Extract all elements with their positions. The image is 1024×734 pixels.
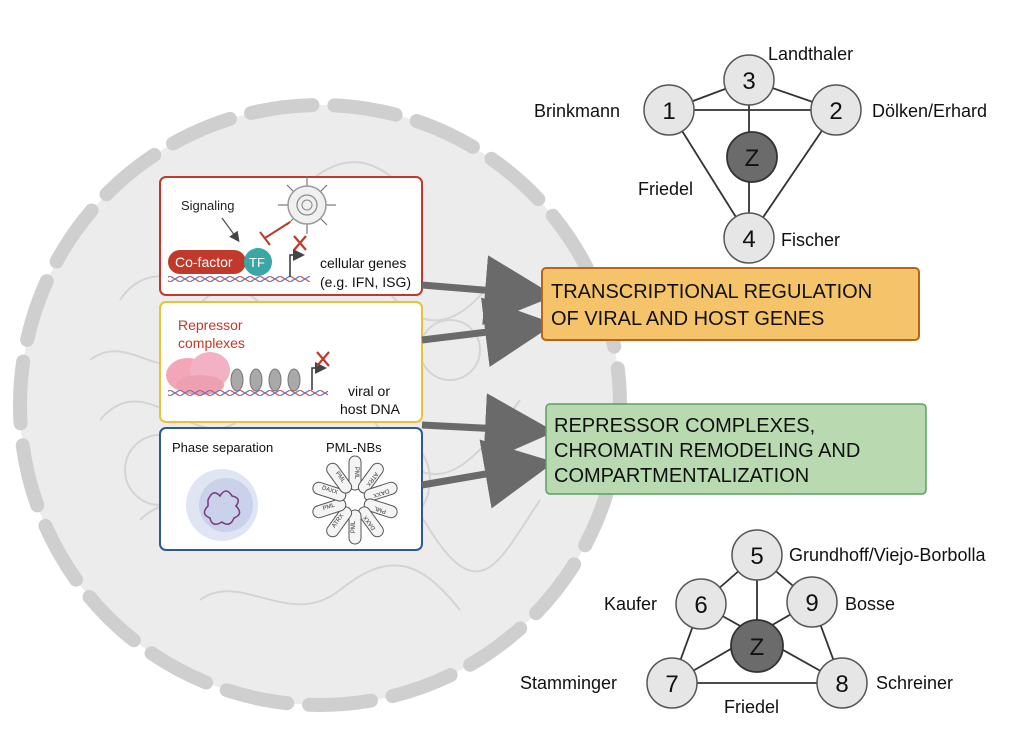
pml-petal: ATRX bbox=[357, 462, 384, 494]
pml-petal: PML bbox=[326, 462, 353, 494]
node-2-name: Dölken/Erhard bbox=[872, 101, 987, 121]
blocked-x-icon-2 bbox=[316, 351, 330, 367]
repressor-title-2: complexes bbox=[178, 335, 245, 351]
pml-petal: PML bbox=[363, 498, 398, 519]
node-5: 5 bbox=[731, 529, 783, 581]
repressor-panel: Repressor complexes viral or host DNA bbox=[159, 301, 423, 423]
node-3: 3 bbox=[723, 54, 775, 106]
node-6-name: Kaufer bbox=[604, 594, 657, 614]
repressor-box-line-2: CHROMATIN REMODELING AND bbox=[554, 440, 860, 462]
node-6: 6 bbox=[675, 578, 727, 630]
node-5-name: Grundhoff/Viejo-Borbolla bbox=[789, 545, 986, 565]
pml-petal-label: DAXX bbox=[372, 487, 389, 498]
pml-petal: PML bbox=[348, 455, 362, 491]
node-1-name: Brinkmann bbox=[534, 101, 620, 121]
node-6-number: 6 bbox=[694, 592, 707, 619]
transcriptional-line-1: TRANSCRIPTIONAL REGULATION bbox=[551, 281, 872, 303]
pml-petal-label: DAXX bbox=[321, 485, 338, 496]
pml-petal-label: PML bbox=[353, 467, 359, 480]
node-1: 1 bbox=[643, 84, 695, 136]
blocked-x-icon bbox=[293, 235, 307, 251]
repressor-complexes-box: REPRESSOR COMPLEXES, CHROMATIN REMODELIN… bbox=[545, 403, 927, 495]
signaling-label: Signaling bbox=[181, 198, 235, 213]
tf-shape bbox=[244, 248, 272, 276]
network-top-edge-label: Friedel bbox=[638, 179, 693, 199]
pml-petal-label: PML bbox=[322, 502, 336, 512]
node-9: 9 bbox=[786, 576, 838, 628]
node-7-number: 7 bbox=[665, 671, 678, 698]
network-top: Z 1 2 3 4 Brinkmann Dölken/Erhard Landth… bbox=[534, 44, 987, 264]
node-2-number: 2 bbox=[829, 98, 842, 125]
transcriptional-line-2: OF VIRAL AND HOST GENES bbox=[551, 308, 824, 330]
node-8: 8 bbox=[816, 657, 868, 709]
nucleosomes bbox=[230, 368, 301, 392]
transcriptional-regulation-box: TRANSCRIPTIONAL REGULATION OF VIRAL AND … bbox=[541, 267, 920, 341]
cellular-genes-example: (e.g. IFN, ISG) bbox=[320, 274, 411, 290]
dna-strand-2 bbox=[168, 390, 328, 396]
node-7: 7 bbox=[646, 657, 698, 709]
pml-petal: DAXX bbox=[312, 481, 347, 502]
node-3-number: 3 bbox=[742, 68, 755, 95]
dna-strand bbox=[168, 276, 310, 282]
repressor-box-line-1: REPRESSOR COMPLEXES, bbox=[554, 415, 815, 437]
pml-nbs-title: PML-NBs bbox=[326, 440, 382, 455]
cofactor-label: Co-factor bbox=[175, 254, 233, 270]
node-8-number: 8 bbox=[835, 671, 848, 698]
node-4-number: 4 bbox=[742, 226, 755, 253]
virus-icon bbox=[278, 176, 336, 234]
network-top-center-label: Z bbox=[745, 145, 760, 172]
repressor-box-line-3: COMPARTMENTALIZATION bbox=[554, 465, 809, 487]
pml-petal: PML bbox=[312, 498, 347, 519]
pml-petal: ATRX bbox=[326, 506, 353, 538]
signaling-panel: Signaling Co-factor TF cellula bbox=[159, 176, 423, 296]
pml-petal-label: PML bbox=[351, 520, 357, 533]
node-4-name: Fischer bbox=[781, 230, 840, 250]
dna-label-2: host DNA bbox=[340, 401, 401, 417]
node-8-name: Schreiner bbox=[876, 673, 953, 693]
node-3-name: Landthaler bbox=[768, 44, 853, 64]
pml-petal: PML bbox=[348, 509, 362, 545]
network-bottom-edge-label: Friedel bbox=[724, 697, 779, 717]
node-1-number: 1 bbox=[662, 98, 675, 125]
pml-petal: DAXX bbox=[363, 481, 398, 502]
phase-separation-title: Phase separation bbox=[172, 440, 273, 455]
network-bottom: Z 5 6 9 7 8 Grundhoff/Viejo-Borbolla Kau… bbox=[520, 529, 986, 717]
node-5-number: 5 bbox=[750, 543, 763, 570]
phase-droplet-icon bbox=[186, 469, 258, 541]
node-7-name: Stamminger bbox=[520, 673, 617, 693]
network-bottom-center: Z bbox=[730, 619, 784, 673]
cofactor-shape bbox=[168, 250, 246, 274]
tf-label: TF bbox=[249, 255, 265, 270]
pml-petal: DAXX bbox=[357, 506, 384, 538]
network-top-center: Z bbox=[726, 131, 778, 183]
dna-label-1: viral or bbox=[348, 383, 390, 399]
cellular-genes-label: cellular genes bbox=[320, 255, 406, 271]
repressor-title-1: Repressor bbox=[178, 317, 243, 333]
network-bottom-center-label: Z bbox=[750, 634, 765, 661]
node-9-number: 9 bbox=[805, 590, 818, 617]
pml-petal-label: PML bbox=[373, 504, 387, 514]
connector-arrows bbox=[421, 255, 555, 509]
node-2: 2 bbox=[810, 84, 862, 136]
node-9-name: Bosse bbox=[845, 594, 895, 614]
node-4: 4 bbox=[723, 212, 775, 264]
